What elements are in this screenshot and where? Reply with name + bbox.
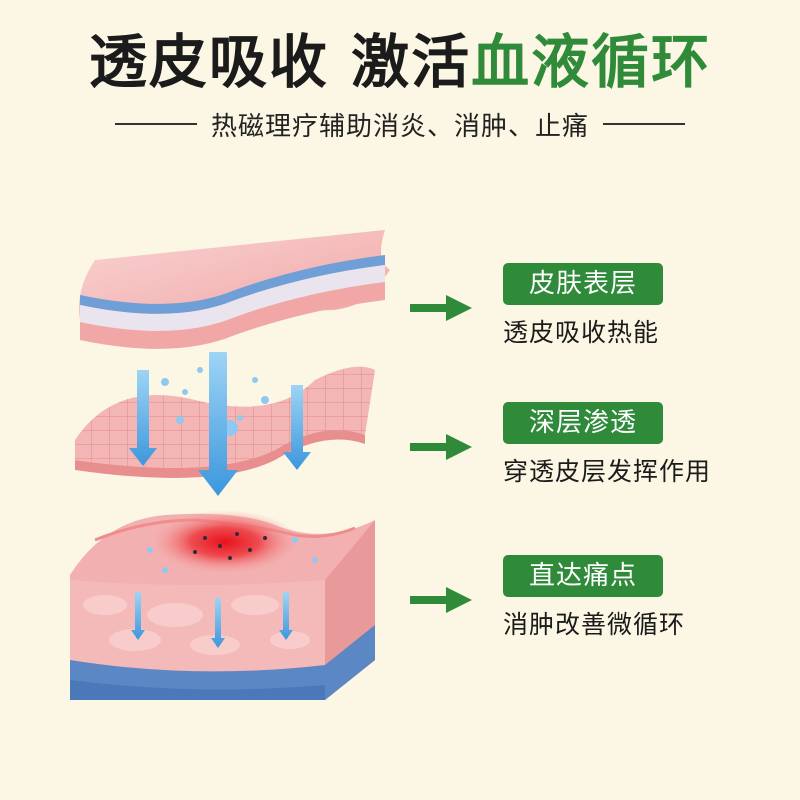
layer-label-badge: 皮肤表层	[503, 263, 664, 305]
subtitle-text: 热磁理疗辅助消炎、消肿、止痛	[210, 111, 589, 142]
subtitle-right-divider	[603, 123, 685, 125]
layer-row-1: 皮肤表层 透皮吸收热能	[410, 263, 790, 353]
subtitle-left-divider	[114, 123, 197, 125]
subtitle-row: 热磁理疗辅助消炎、消肿、止痛	[0, 104, 800, 144]
arrow-right-icon	[410, 434, 472, 460]
skin-layers-illustration	[70, 230, 390, 700]
headline: 透皮吸收 激活血液循环	[0, 22, 800, 102]
headline-part-2: 血液循环	[471, 28, 712, 96]
arrow-right-icon	[410, 587, 472, 613]
deep-layer-membrane	[75, 352, 375, 496]
layer-row-2: 深层渗透 穿透皮层发挥作用	[410, 402, 790, 492]
layer-description: 消肿改善微循环	[503, 610, 686, 639]
deep-tissue-block	[70, 510, 375, 700]
headline-part-1: 透皮吸收 激活	[88, 28, 472, 96]
arrow-right-icon	[410, 295, 472, 321]
layer-row-3: 直达痛点 消肿改善微循环	[410, 555, 790, 645]
layer-description: 穿透皮层发挥作用	[503, 457, 712, 486]
layer-label-badge: 深层渗透	[503, 402, 664, 444]
skin-surface-layer	[79, 230, 390, 349]
layer-description: 透皮吸收热能	[503, 318, 660, 347]
layer-label-badge: 直达痛点	[503, 555, 664, 597]
